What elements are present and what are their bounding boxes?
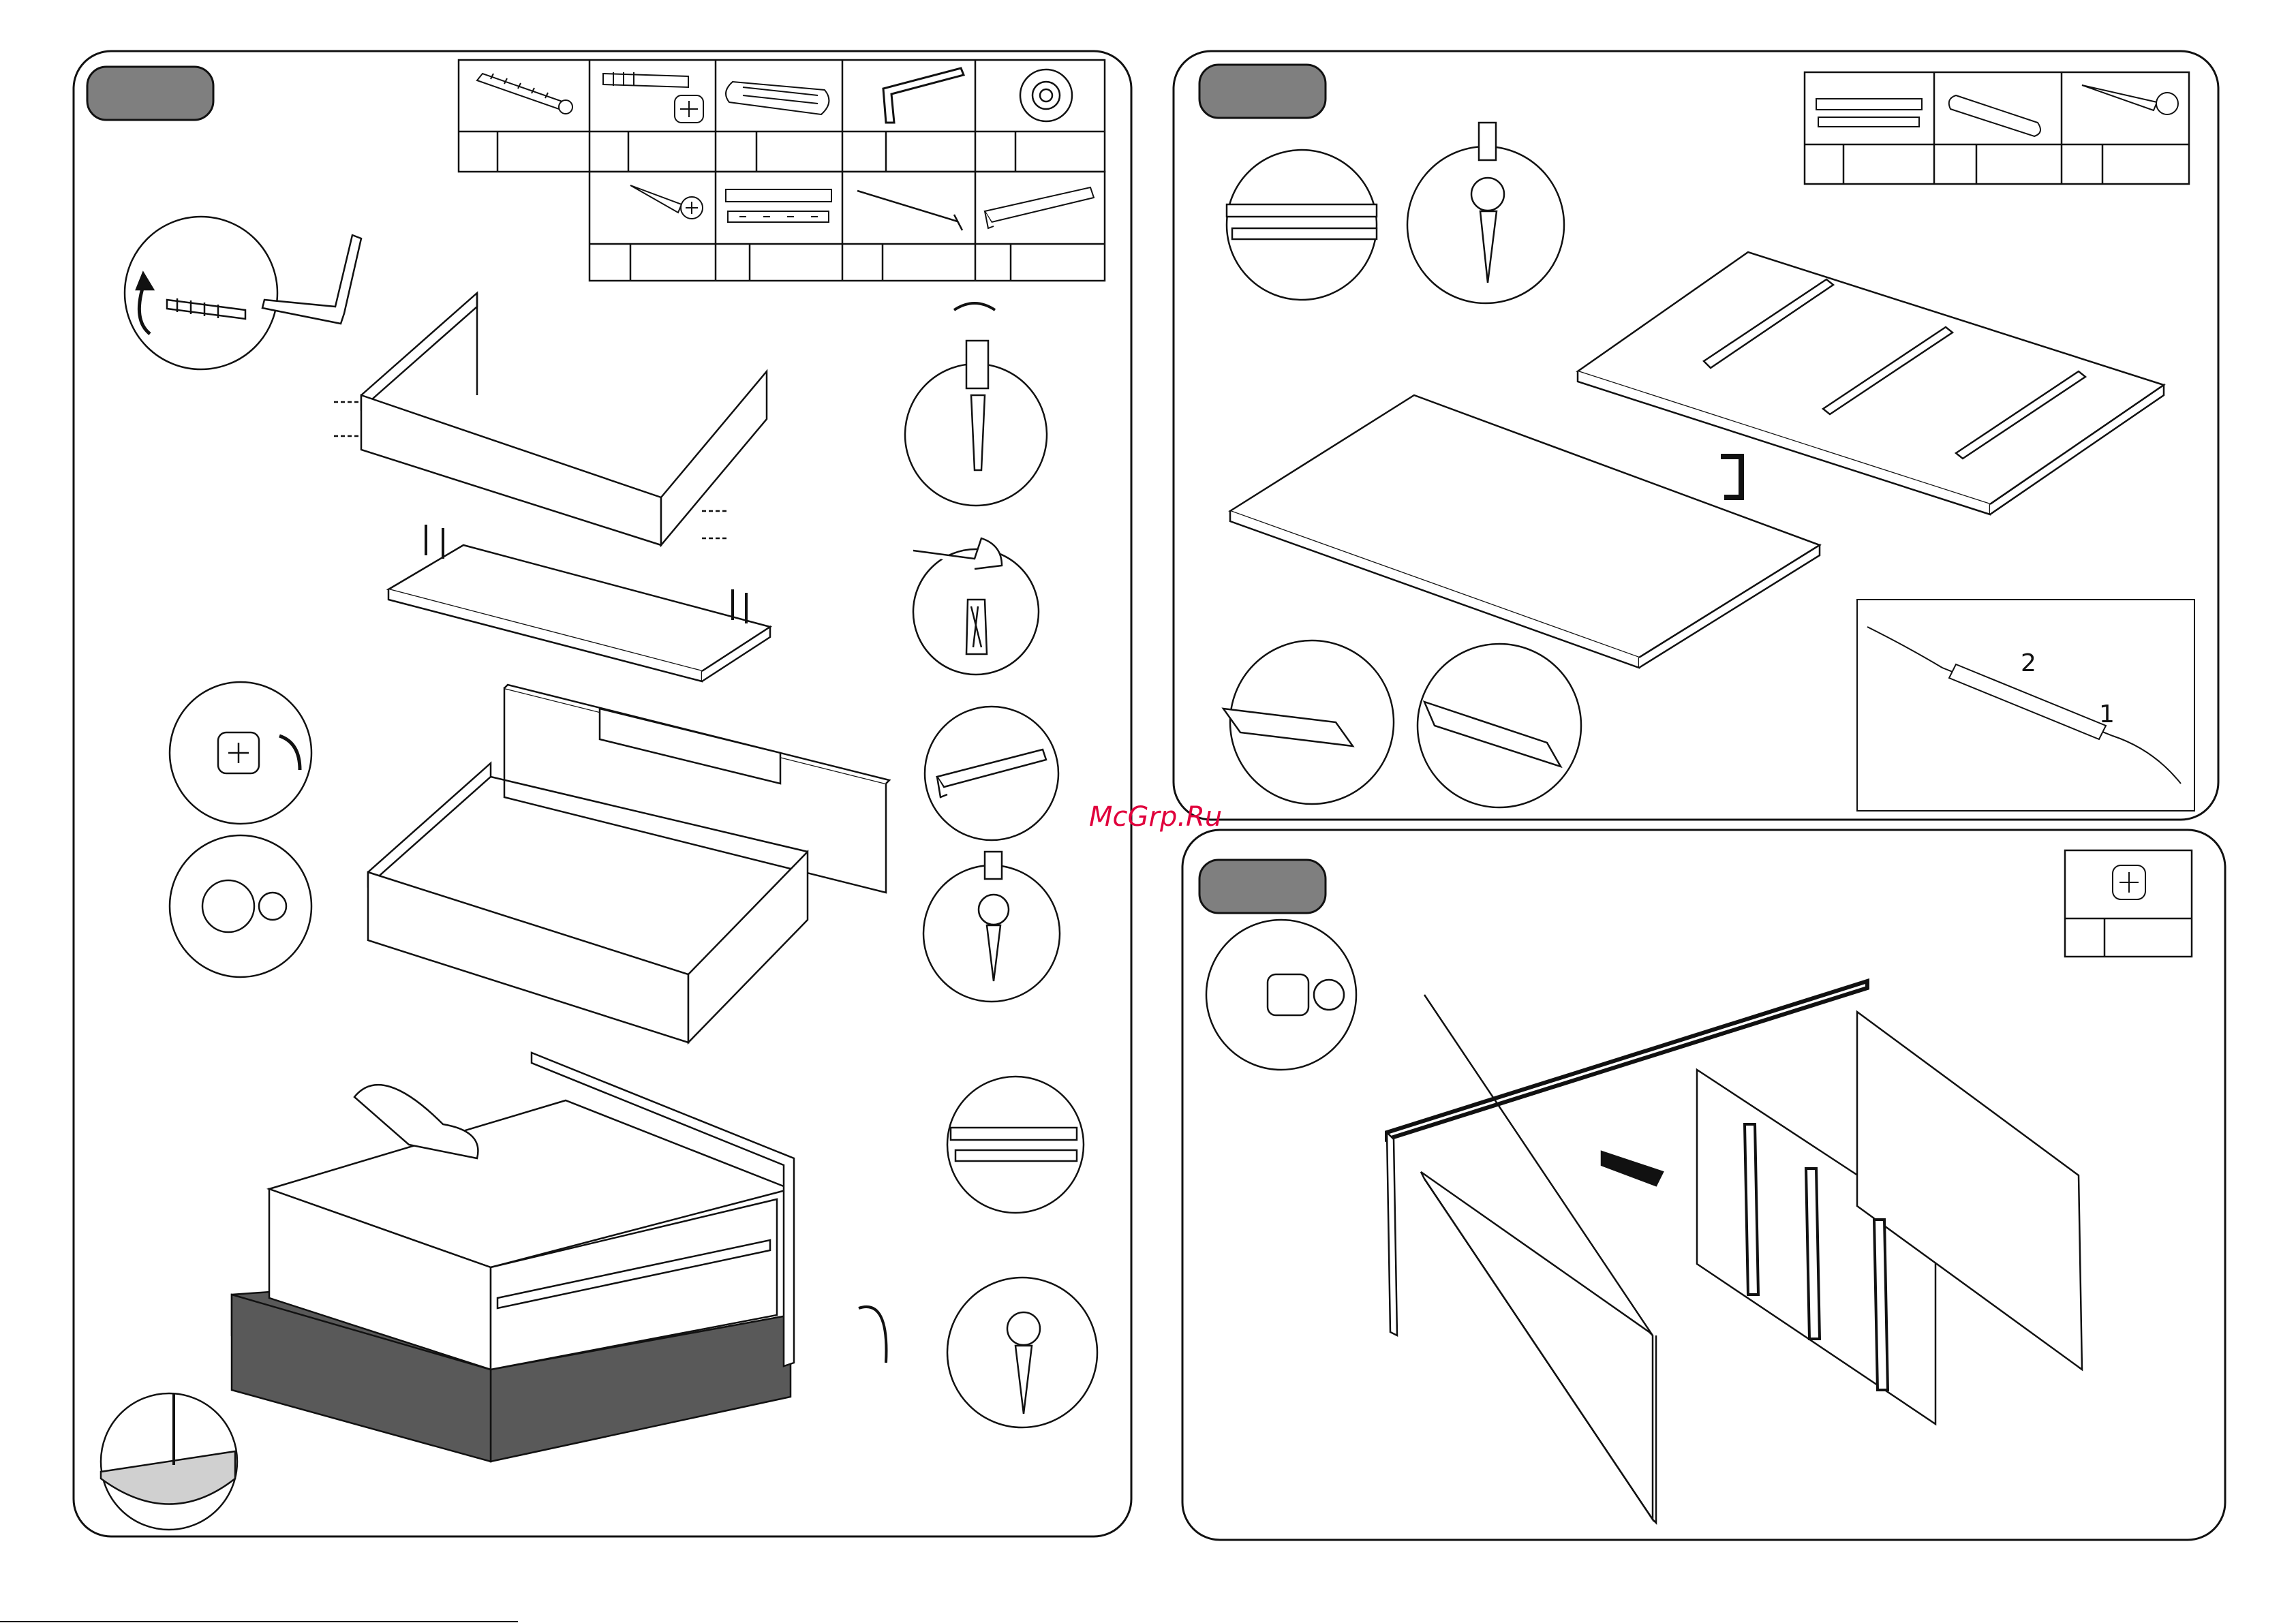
drawer-bottom-panel	[388, 525, 770, 681]
bracket-detail	[1223, 640, 1394, 804]
runner-mounting-panel	[1578, 252, 2164, 514]
handle-profile-detail	[925, 707, 1058, 840]
roller-detail	[1418, 644, 1581, 807]
drawer-front-assembly	[368, 685, 889, 1042]
screwing-detail-top-right	[1407, 123, 1564, 303]
screwing-detail-3	[947, 1278, 1097, 1427]
step-badge-left	[87, 67, 213, 120]
runner-step-1: 1	[2099, 700, 2115, 728]
allen-key-detail	[125, 217, 361, 369]
drawer-on-support-box	[232, 1053, 887, 1462]
runner-step-2: 2	[2021, 649, 2036, 677]
screwing-detail-2	[923, 852, 1060, 1002]
runner-detail-top-right	[1227, 150, 1377, 300]
runner-removal-photo: 2 1	[1857, 600, 2194, 811]
cam-lock-detail-right	[1206, 920, 1356, 1070]
step-badge-bottom-right	[1199, 860, 1326, 913]
screwing-detail-1	[905, 303, 1047, 506]
knob-icon	[1020, 69, 1072, 121]
hammer-nail-detail	[101, 1393, 237, 1530]
watermark-text: McGrp.Ru	[1089, 801, 1222, 833]
step-badge-top-right	[1199, 65, 1326, 118]
drawer-frame-exploded	[334, 293, 767, 545]
knob-detail-left	[170, 835, 311, 977]
cam-lock-detail-left	[170, 682, 311, 824]
drawer-bottom-board	[1230, 395, 1820, 668]
runner-detail-left	[947, 1077, 1084, 1213]
carcass-assembly	[1387, 981, 2082, 1523]
top-right-parts-table	[1805, 72, 2189, 184]
cam-lock-icon	[2113, 865, 2145, 899]
hammer-dowel-detail	[913, 538, 1039, 675]
